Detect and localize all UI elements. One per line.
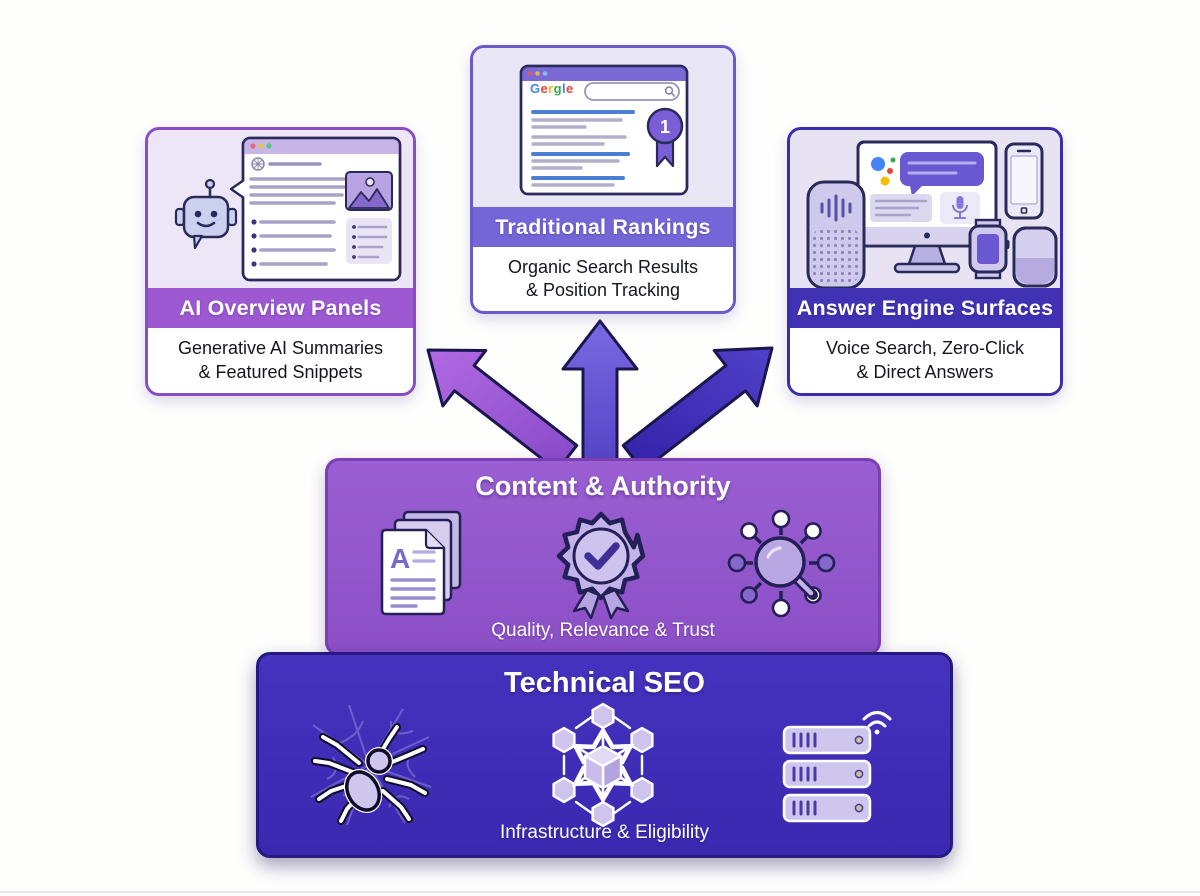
panel-title: Answer Engine Surfaces bbox=[790, 288, 1060, 328]
robot-browser-icon bbox=[174, 136, 402, 282]
mic-icon bbox=[940, 192, 980, 224]
layer-subtitle: Quality, Relevance & Trust bbox=[491, 620, 715, 641]
panel-description: Generative AI Summaries & Featured Snipp… bbox=[148, 328, 413, 393]
chat-bubble-icon bbox=[900, 152, 984, 196]
image-placeholder-icon bbox=[345, 171, 393, 211]
smartwatch-icon bbox=[968, 218, 1010, 280]
result-lines bbox=[531, 110, 635, 187]
arrow-center-icon bbox=[561, 319, 639, 463]
panel-ai-overview: AI Overview Panels Generative AI Summari… bbox=[145, 127, 416, 396]
search-results-illustration: 1 Gergle bbox=[473, 48, 733, 207]
technical-icons-row bbox=[259, 700, 950, 830]
search-icon bbox=[664, 86, 676, 97]
description-line: Voice Search, Zero-Click bbox=[825, 338, 1025, 359]
magnifier-icon bbox=[754, 536, 818, 600]
schema-cube-icon bbox=[551, 702, 654, 828]
crawler-spider-icon bbox=[310, 704, 432, 826]
layer-title: Technical SEO bbox=[504, 667, 705, 699]
panel-description: Organic Search Results & Position Tracki… bbox=[473, 247, 733, 311]
bottom-divider bbox=[0, 891, 1200, 893]
layer-technical-seo: Technical SEO bbox=[256, 652, 953, 858]
phone-icon bbox=[1004, 142, 1044, 220]
content-icons-row: A bbox=[328, 502, 878, 624]
serp-browser-icon: 1 bbox=[519, 64, 689, 196]
panel-title: Traditional Rankings bbox=[473, 207, 733, 247]
devices-icon bbox=[806, 140, 1058, 290]
monitor-icon bbox=[856, 140, 998, 274]
spider bbox=[311, 723, 429, 825]
description-line: & Position Tracking bbox=[525, 280, 681, 300]
gergle-logo: Gergle bbox=[530, 81, 574, 96]
robot-chat-browser-illustration bbox=[148, 130, 413, 288]
arrow-right-icon bbox=[621, 346, 774, 463]
bulleted-list bbox=[251, 219, 336, 267]
description-line: & Featured Snippets bbox=[198, 361, 363, 382]
rank-badge-number: 1 bbox=[660, 117, 670, 137]
wifi-icon bbox=[862, 711, 892, 728]
assistant-dots-icon bbox=[871, 157, 896, 186]
robot-icon bbox=[174, 178, 238, 250]
up-arrows bbox=[426, 319, 774, 463]
layer-subtitle: Infrastructure & Eligibility bbox=[499, 822, 710, 843]
description-line: Organic Search Results bbox=[507, 256, 699, 277]
sound-wave-icon bbox=[820, 194, 852, 222]
document-letter: A bbox=[390, 543, 410, 574]
search-bar bbox=[584, 82, 680, 101]
award-check-icon bbox=[556, 511, 645, 620]
link-network-search-icon bbox=[727, 509, 836, 618]
panel-traditional-rankings: 1 Gergle Traditional Rankings Organic Se… bbox=[470, 45, 736, 314]
description-line: & Direct Answers bbox=[856, 361, 994, 382]
panel-description: Voice Search, Zero-Click & Direct Answer… bbox=[790, 328, 1060, 393]
server-stack-icon bbox=[782, 711, 892, 823]
voice-devices-illustration bbox=[790, 130, 1060, 290]
documents-icon: A bbox=[380, 510, 462, 616]
panel-title: AI Overview Panels bbox=[148, 288, 413, 328]
arrow-left-icon bbox=[426, 348, 579, 463]
smart-speaker-icon bbox=[806, 180, 866, 290]
home-speaker-icon bbox=[1012, 226, 1058, 288]
description-line: Generative AI Summaries bbox=[177, 338, 384, 359]
panel-answer-engine: Answer Engine Surfaces Voice Search, Zer… bbox=[787, 127, 1063, 396]
layer-content-authority: Content & Authority A bbox=[325, 458, 881, 656]
rank-1-badge-icon: 1 bbox=[646, 107, 684, 168]
snippet-card bbox=[346, 218, 392, 264]
layer-title: Content & Authority bbox=[475, 471, 731, 501]
ai-overview-browser bbox=[229, 136, 402, 282]
